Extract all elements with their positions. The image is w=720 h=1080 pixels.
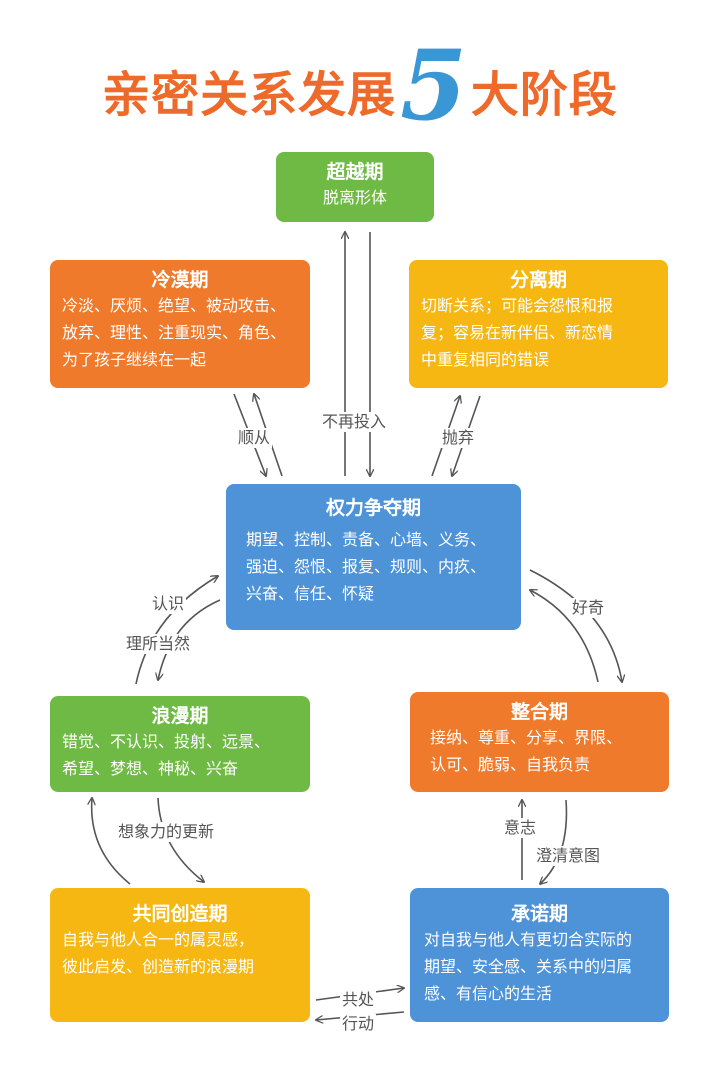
stage-separation-line: 复；容易在新伴侣、新恋情	[421, 323, 614, 342]
arrow-power-to-romance	[158, 599, 221, 680]
stage-romance: 浪漫期 错觉、不认识、投射、远景、 希望、梦想、神秘、兴奋	[50, 696, 310, 792]
stage-cocreation-line: 彼此启发、创造新的浪漫期	[62, 957, 255, 976]
stage-power-title: 权力争夺期	[325, 497, 421, 519]
label-obey: 顺从	[236, 428, 273, 448]
arrow-integration-to-commitment	[540, 799, 568, 884]
arrow-romance-to-power	[135, 576, 218, 685]
label-clarify-intent: 澄清意图	[534, 846, 603, 866]
stage-integration-desc: 接纳、尊重、分享、界限、 认可、脆弱、自我负责	[430, 724, 649, 778]
arrow-romance-to-cocreation	[157, 797, 204, 882]
label-will: 意志	[502, 818, 539, 838]
stage-cold-line: 为了孩子继续在一起	[62, 350, 207, 369]
arrow-integration-to-power	[530, 590, 599, 683]
stage-cold-desc: 冷淡、厌烦、绝望、被动攻击、 放弃、理性、注重现实、角色、 为了孩子继续在一起	[62, 292, 298, 373]
label-take-for-granted: 理所当然	[124, 634, 193, 654]
stage-cold: 冷漠期 冷淡、厌烦、绝望、被动攻击、 放弃、理性、注重现实、角色、 为了孩子继续…	[50, 260, 310, 388]
stage-integration-line: 接纳、尊重、分享、界限、	[430, 728, 623, 747]
arrow-power-to-integration	[529, 569, 622, 682]
stage-separation-title: 分离期	[509, 269, 567, 291]
label-imagination-renewal: 想象力的更新	[116, 822, 217, 842]
stage-cocreation-line: 自我与他人合一的属灵感，	[62, 930, 255, 949]
stage-power: 权力争夺期 期望、控制、责备、心墙、义务、 强迫、怨恨、报复、规则、内疚、 兴奋…	[226, 484, 521, 630]
stage-separation-line: 中重复相同的错误	[421, 350, 550, 369]
stage-integration-title: 整合期	[510, 701, 568, 723]
label-act: 行动	[340, 1014, 377, 1034]
page-title: 亲密关系发展 5 大阶段	[0, 29, 720, 142]
stage-commitment-line: 对自我与他人有更切合实际的	[424, 930, 633, 949]
label-co-exist: 共处	[340, 990, 377, 1010]
stage-romance-title: 浪漫期	[151, 705, 209, 727]
stage-cocreation-title: 共同创造期	[132, 903, 228, 925]
title-suffix: 大阶段	[470, 67, 618, 123]
stage-romance-line: 错觉、不认识、投射、远景、	[62, 732, 271, 751]
stage-romance-line: 希望、梦想、神秘、兴奋	[62, 759, 239, 778]
stage-integration-line: 认可、脆弱、自我负责	[430, 755, 591, 774]
stage-cold-line: 放弃、理性、注重现实、角色、	[62, 323, 287, 342]
stage-power-line: 兴奋、信任、怀疑	[246, 584, 375, 603]
stage-integration: 整合期 接纳、尊重、分享、界限、 认可、脆弱、自我负责	[410, 692, 669, 792]
stage-power-desc: 期望、控制、责备、心墙、义务、 强迫、怨恨、报复、规则、内疚、 兴奋、信任、怀疑	[246, 526, 501, 607]
arrow-cocreation-to-romance	[92, 798, 131, 885]
label-recognize: 认识	[150, 594, 187, 614]
stage-commitment: 承诺期 对自我与他人有更切合实际的 期望、安全感、关系中的归属 感、有信心的生活	[410, 888, 669, 1022]
title-main: 亲密关系发展	[102, 67, 397, 123]
stage-cocreation: 共同创造期 自我与他人合一的属灵感， 彼此启发、创造新的浪漫期	[50, 888, 310, 1022]
label-curious: 好奇	[570, 598, 607, 618]
stage-commitment-line: 期望、安全感、关系中的归属	[424, 957, 633, 976]
stage-separation-line: 切断关系；可能会怨恨和报	[421, 296, 614, 315]
stage-separation-desc: 切断关系；可能会怨恨和报 复；容易在新伴侣、新恋情 中重复相同的错误	[421, 292, 656, 373]
stage-power-line: 期望、控制、责备、心墙、义务、	[246, 530, 487, 549]
stage-commitment-desc: 对自我与他人有更切合实际的 期望、安全感、关系中的归属 感、有信心的生活	[424, 926, 655, 1007]
stage-power-line: 强迫、怨恨、报复、规则、内疚、	[246, 557, 487, 576]
stage-romance-desc: 错觉、不认识、投射、远景、 希望、梦想、神秘、兴奋	[62, 728, 298, 782]
stage-transcend-title: 超越期	[326, 161, 384, 183]
stage-cold-title: 冷漠期	[151, 269, 209, 291]
stage-transcend-desc: 脱离形体	[322, 188, 387, 207]
stage-commitment-line: 感、有信心的生活	[424, 984, 553, 1003]
stage-cocreation-desc: 自我与他人合一的属灵感， 彼此启发、创造新的浪漫期	[62, 926, 298, 980]
label-abandon: 抛弃	[440, 428, 477, 448]
title-number: 5	[400, 29, 467, 142]
label-no-more-input: 不再投入	[320, 412, 389, 432]
stage-commitment-title: 承诺期	[510, 903, 568, 925]
stage-cold-line: 冷淡、厌烦、绝望、被动攻击、	[62, 296, 287, 315]
stage-transcend: 超越期 脱离形体	[276, 152, 434, 222]
stage-separation: 分离期 切断关系；可能会怨恨和报 复；容易在新伴侣、新恋情 中重复相同的错误	[409, 260, 668, 388]
